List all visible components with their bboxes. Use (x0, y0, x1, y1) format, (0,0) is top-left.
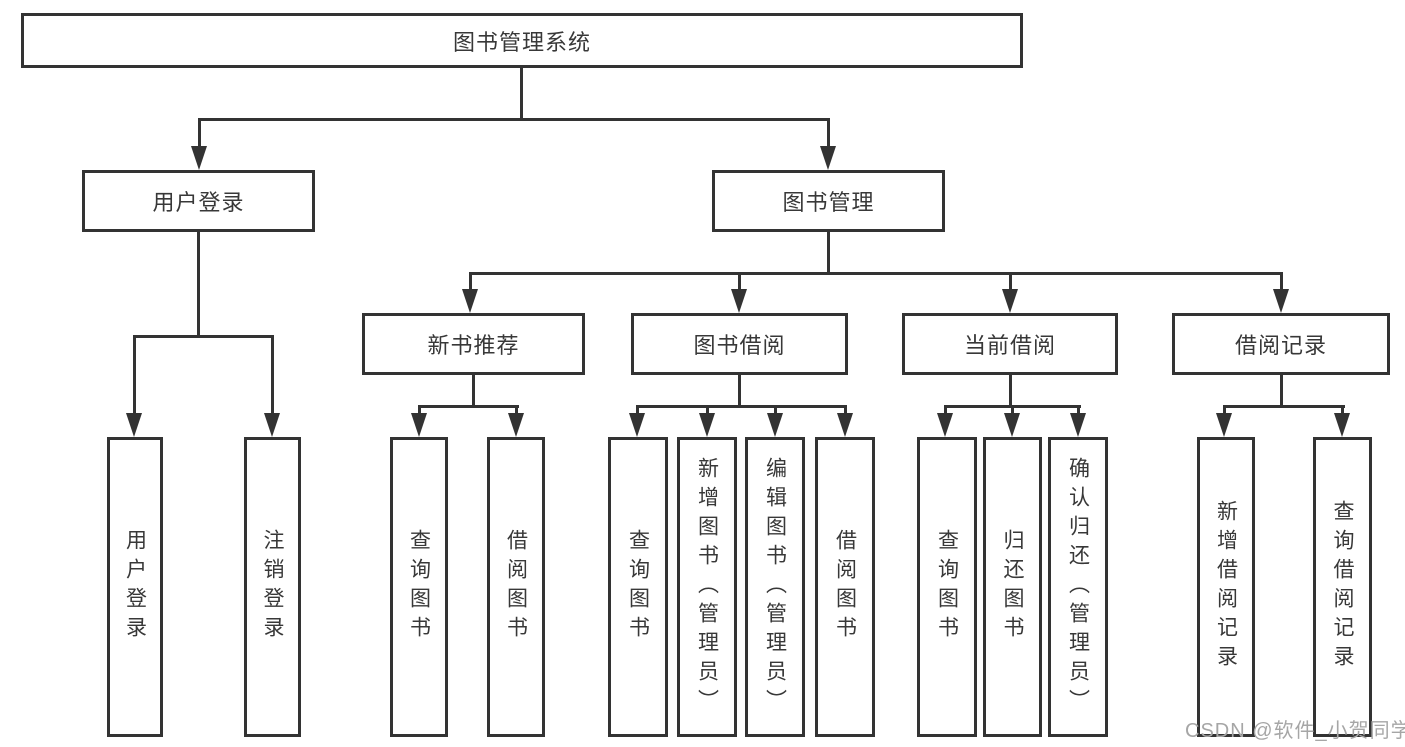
connector-drop-nb-query (418, 405, 421, 415)
node-current-borrowing: 当前借阅 (902, 313, 1118, 375)
connector-book-mgmt-stem (827, 232, 830, 272)
connector-user-login-split (133, 335, 274, 338)
arrowhead-current-borrow (1002, 289, 1018, 313)
node-label: 借阅记录 (1234, 333, 1327, 358)
connector-drop-leaf-logout (271, 335, 274, 415)
leaf-cb-confirm-return-admin: 确认归还（管理员） (1048, 437, 1108, 737)
arrowhead-bb-query (629, 413, 645, 437)
leaf-bb-borrow-books: 借阅图书 (815, 437, 875, 737)
arrowhead-borrow-record (1273, 289, 1289, 313)
arrowhead-book-mgmt (820, 146, 836, 170)
arrowhead-br-query (1334, 413, 1350, 437)
node-borrowing-records: 借阅记录 (1172, 313, 1390, 375)
leaf-label: 查询借阅记录 (1331, 500, 1354, 674)
connector-drop-current-borrow (1009, 272, 1012, 291)
leaf-label: 注销登录 (261, 529, 284, 645)
arrowhead-nb-borrow (508, 413, 524, 437)
connector-book-mgmt-split (469, 272, 1283, 275)
arrowhead-br-add (1216, 413, 1232, 437)
arrowhead-cb-confirm (1070, 413, 1086, 437)
connector-drop-borrow-record (1280, 272, 1283, 291)
leaf-user-login: 用户登录 (107, 437, 163, 737)
connector-drop-bb-add (706, 405, 709, 415)
connector-current-borrow-stem (1009, 375, 1012, 405)
connector-drop-bb-edit (774, 405, 777, 415)
leaf-label: 新增借阅记录 (1214, 500, 1238, 674)
leaf-label: 归还图书 (1001, 529, 1024, 645)
node-book-borrowing: 图书借阅 (631, 313, 848, 375)
connector-borrow-record-split (1223, 405, 1345, 408)
leaf-bb-add-books-admin: 新增图书（管理员） (677, 437, 737, 737)
leaf-label: 查询图书 (407, 529, 431, 645)
node-label: 图书管理 (782, 190, 875, 215)
leaf-br-query-record: 查询借阅记录 (1313, 437, 1372, 737)
node-library-management-system: 图书管理系统 (21, 13, 1023, 68)
arrowhead-bb-edit (767, 413, 783, 437)
leaf-label: 借阅图书 (833, 529, 857, 645)
leaf-bb-query-books: 查询图书 (608, 437, 668, 737)
arrowhead-cb-query (937, 413, 953, 437)
node-label: 用户登录 (152, 190, 245, 215)
arrowhead-nb-query (411, 413, 427, 437)
connector-drop-bb-query (636, 405, 639, 415)
arrowhead-bb-add (699, 413, 715, 437)
connector-root-stem (520, 68, 523, 118)
leaf-label: 借阅图书 (504, 529, 528, 645)
leaf-logout: 注销登录 (244, 437, 301, 737)
connector-new-book-split (418, 405, 519, 408)
leaf-label: 确认归还（管理员） (1066, 456, 1090, 718)
node-book-management: 图书管理 (712, 170, 945, 232)
connector-drop-nb-borrow (515, 405, 518, 415)
leaf-cb-query-books: 查询图书 (917, 437, 977, 737)
node-label: 图书管理系统 (452, 29, 591, 55)
connector-drop-br-query (1341, 405, 1344, 415)
connector-book-borrow-split (636, 405, 847, 408)
connector-drop-br-add (1223, 405, 1226, 415)
leaf-nb-borrow-books: 借阅图书 (487, 437, 545, 737)
leaf-nb-query-books: 查询图书 (390, 437, 448, 737)
node-label: 当前借阅 (963, 333, 1056, 358)
arrowhead-leaf-login (126, 413, 142, 437)
leaf-cb-return-books: 归还图书 (983, 437, 1042, 737)
arrowhead-bb-borrow (837, 413, 853, 437)
connector-drop-cb-query (944, 405, 947, 415)
node-user-login: 用户登录 (82, 170, 315, 232)
leaf-label: 编辑图书（管理员） (763, 456, 787, 718)
csdn-watermark: CSDN @软件_小贺同学 (1185, 720, 1405, 742)
connector-borrow-record-stem (1280, 375, 1283, 405)
connector-drop-cb-confirm (1077, 405, 1080, 415)
leaf-bb-edit-books-admin: 编辑图书（管理员） (745, 437, 805, 737)
arrowhead-leaf-logout (264, 413, 280, 437)
connector-drop-new-book (469, 272, 472, 291)
arrowhead-user-login (191, 146, 207, 170)
connector-new-book-stem (472, 375, 475, 405)
connector-drop-bb-borrow (844, 405, 847, 415)
arrowhead-new-book (462, 289, 478, 313)
connector-drop-cb-return (1011, 405, 1014, 415)
connector-drop-book-mgmt (827, 118, 830, 147)
connector-drop-user-login (198, 118, 201, 147)
node-label: 新书推荐 (427, 333, 520, 358)
connector-drop-book-borrow (738, 272, 741, 291)
leaf-label: 查询图书 (935, 529, 959, 645)
leaf-label: 查询图书 (626, 529, 650, 645)
arrowhead-book-borrow (731, 289, 747, 313)
arrowhead-cb-return (1004, 413, 1020, 437)
connector-user-login-stem (197, 232, 200, 335)
connector-drop-leaf-login (133, 335, 136, 415)
leaf-label: 新增图书（管理员） (695, 456, 719, 718)
node-new-book-recommend: 新书推荐 (362, 313, 585, 375)
connector-root-split (198, 118, 830, 121)
leaf-label: 用户登录 (123, 529, 147, 645)
leaf-br-add-record: 新增借阅记录 (1197, 437, 1255, 737)
connector-book-borrow-stem (738, 375, 741, 405)
node-label: 图书借阅 (693, 333, 786, 358)
